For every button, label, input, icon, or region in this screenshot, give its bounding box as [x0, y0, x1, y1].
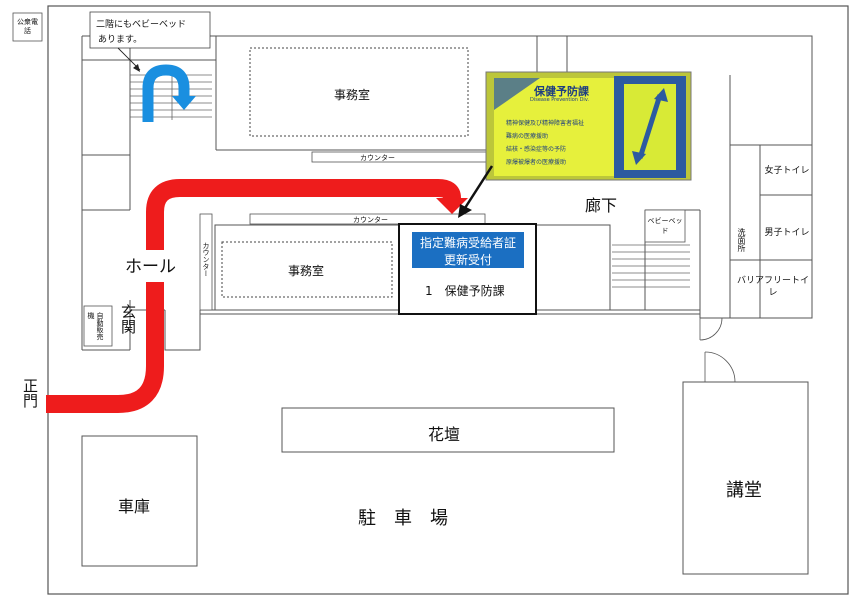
note-line1: 二階にもベビーベッド [96, 20, 187, 30]
staircase-right [612, 244, 690, 288]
route-arrow-head [436, 198, 468, 214]
note-line2: あります。 [98, 35, 143, 45]
corridor-label: 廊下 [585, 196, 618, 215]
highlight-title-line2: 更新受付 [443, 253, 492, 267]
sign-item-3: 結核・感染症等の予防 [506, 146, 567, 153]
counter-mid-label: カウンター [353, 216, 388, 224]
office-top-room [249, 47, 469, 137]
womens-toilet-label: 女子トイレ [764, 166, 810, 176]
auditorium-label: 講堂 [726, 480, 762, 501]
highlight-title-bg [412, 232, 524, 268]
vending-machine-box [83, 305, 113, 347]
site-boundary [47, 5, 849, 595]
door-auditorium [704, 351, 736, 383]
door-barrier-free [699, 317, 723, 341]
parking-label: 駐 車 場 [358, 508, 448, 529]
sign-leader [463, 165, 494, 209]
hall-label: ホール [125, 257, 176, 277]
counter-mid [249, 213, 486, 225]
sign-photo-arrow-head-bottom [632, 151, 646, 165]
entrance-label: 玄関 [119, 304, 137, 334]
sign-photo-arrow-head-top [654, 88, 668, 102]
highlight-title-line1: 指定難病受給者証 [419, 236, 516, 250]
sign-leader-head [458, 204, 472, 218]
flowerbed-box [281, 407, 615, 453]
main-gate-label: 正門 [21, 378, 39, 408]
note-leader-head [133, 64, 140, 72]
highlight-desk: 1 保健予防課 [425, 284, 505, 298]
mens-toilet-label: 男子トイレ [764, 228, 810, 238]
counter-vertical [199, 213, 213, 311]
office-bottom-room [221, 241, 393, 298]
vending-label: 自動販売機 [87, 312, 104, 340]
office-top-label: 事務室 [334, 88, 371, 102]
garage-box [81, 435, 198, 567]
baby-bed-label: ベビーベッド [647, 217, 683, 235]
sign-photo-double-arrow [637, 94, 663, 159]
sign-photo-corner [494, 78, 540, 110]
sign-item-2: 難病の医療援助 [506, 133, 549, 140]
route-arrow [46, 282, 164, 413]
route-arrow-upper [146, 179, 461, 250]
public-phone-box [12, 12, 43, 42]
stair-arrow [142, 64, 190, 122]
sign-heading: 保健予防課 [534, 85, 589, 98]
auditorium-box [682, 381, 809, 575]
counter-top [311, 151, 503, 163]
public-phone-label: 公衆電話 [17, 18, 38, 35]
office-bottom-label: 事務室 [288, 264, 325, 278]
counter-vertical-label: カウンター [202, 242, 210, 277]
baby-bed-box [644, 209, 686, 243]
counter-top-label: カウンター [360, 154, 395, 162]
sign-item-4: 原爆被爆者の医療援助 [506, 159, 567, 166]
stair-arrow-head [172, 96, 196, 110]
garage-label: 車庫 [118, 497, 151, 516]
note-box [89, 11, 211, 49]
washroom-label: 洗面所 [737, 228, 746, 252]
flowerbed-label: 花壇 [428, 425, 461, 444]
barrier-free-toilet-label: バリアフリートイレ [736, 276, 809, 298]
sign-subheading: Disease Prevention Div. [530, 97, 589, 103]
sign-item-1: 精神保健及び精神障害者福祉 [506, 120, 585, 127]
